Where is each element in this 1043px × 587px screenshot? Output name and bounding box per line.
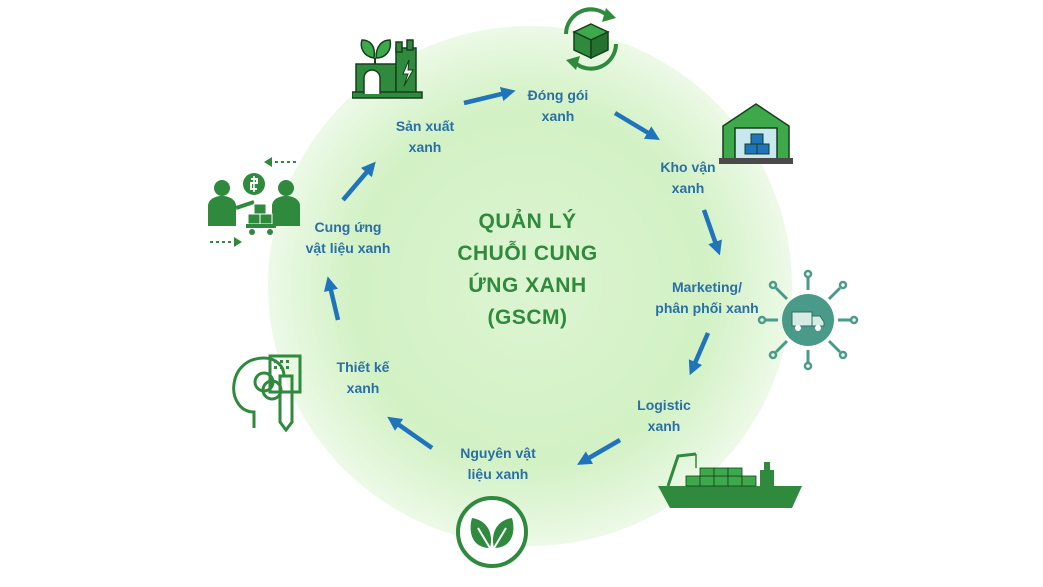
stage-label-supply: Cung ứng vật liệu xanh bbox=[305, 219, 391, 256]
arrow-production-to-packaging bbox=[463, 87, 516, 106]
stage-label-warehouse: Kho vận xanh bbox=[660, 159, 716, 196]
stage-label-packaging: Đóng gói xanh bbox=[527, 87, 589, 124]
arrow-design-to-supply bbox=[323, 276, 341, 321]
center-title-line2: CHUỖI CUNG bbox=[457, 242, 598, 265]
warehouse-icon bbox=[719, 103, 793, 164]
supplier-exchange-icon bbox=[208, 157, 300, 247]
background-glow bbox=[268, 26, 792, 546]
center-title-line3: ỨNG XANH bbox=[468, 274, 587, 297]
center-title-line1: QUẢN LÝ bbox=[478, 210, 577, 233]
leaf-icon bbox=[456, 496, 528, 568]
green-factory-icon bbox=[352, 39, 423, 99]
cargo-ship-icon bbox=[658, 452, 802, 508]
arrow-materials-to-design bbox=[387, 416, 434, 450]
stage-label-logistics: Logistic xanh bbox=[637, 397, 691, 434]
arrow-logistics-to-materials bbox=[577, 438, 622, 465]
arrow-packaging-to-warehouse bbox=[613, 111, 660, 140]
stage-label-production: Sản xuất xanh bbox=[395, 118, 455, 155]
arrow-marketing-to-logistics bbox=[688, 332, 711, 376]
stage-label-marketing: Marketing/ phân phối xanh bbox=[655, 279, 759, 316]
center-title: QUẢN LÝ CHUỖI CUNG ỨNG XANH (GSCM) bbox=[400, 206, 655, 334]
design-thinking-icon bbox=[232, 354, 302, 432]
distribution-truck-icon bbox=[757, 269, 859, 371]
arrow-warehouse-to-marketing bbox=[701, 209, 722, 256]
stage-label-materials: Nguyên vật liệu xanh bbox=[460, 445, 536, 482]
arrow-supply-to-production bbox=[341, 161, 376, 202]
center-title-line4: (GSCM) bbox=[487, 306, 568, 329]
recycle-box-icon bbox=[564, 7, 618, 71]
stage-label-design: Thiết kế xanh bbox=[336, 359, 390, 396]
